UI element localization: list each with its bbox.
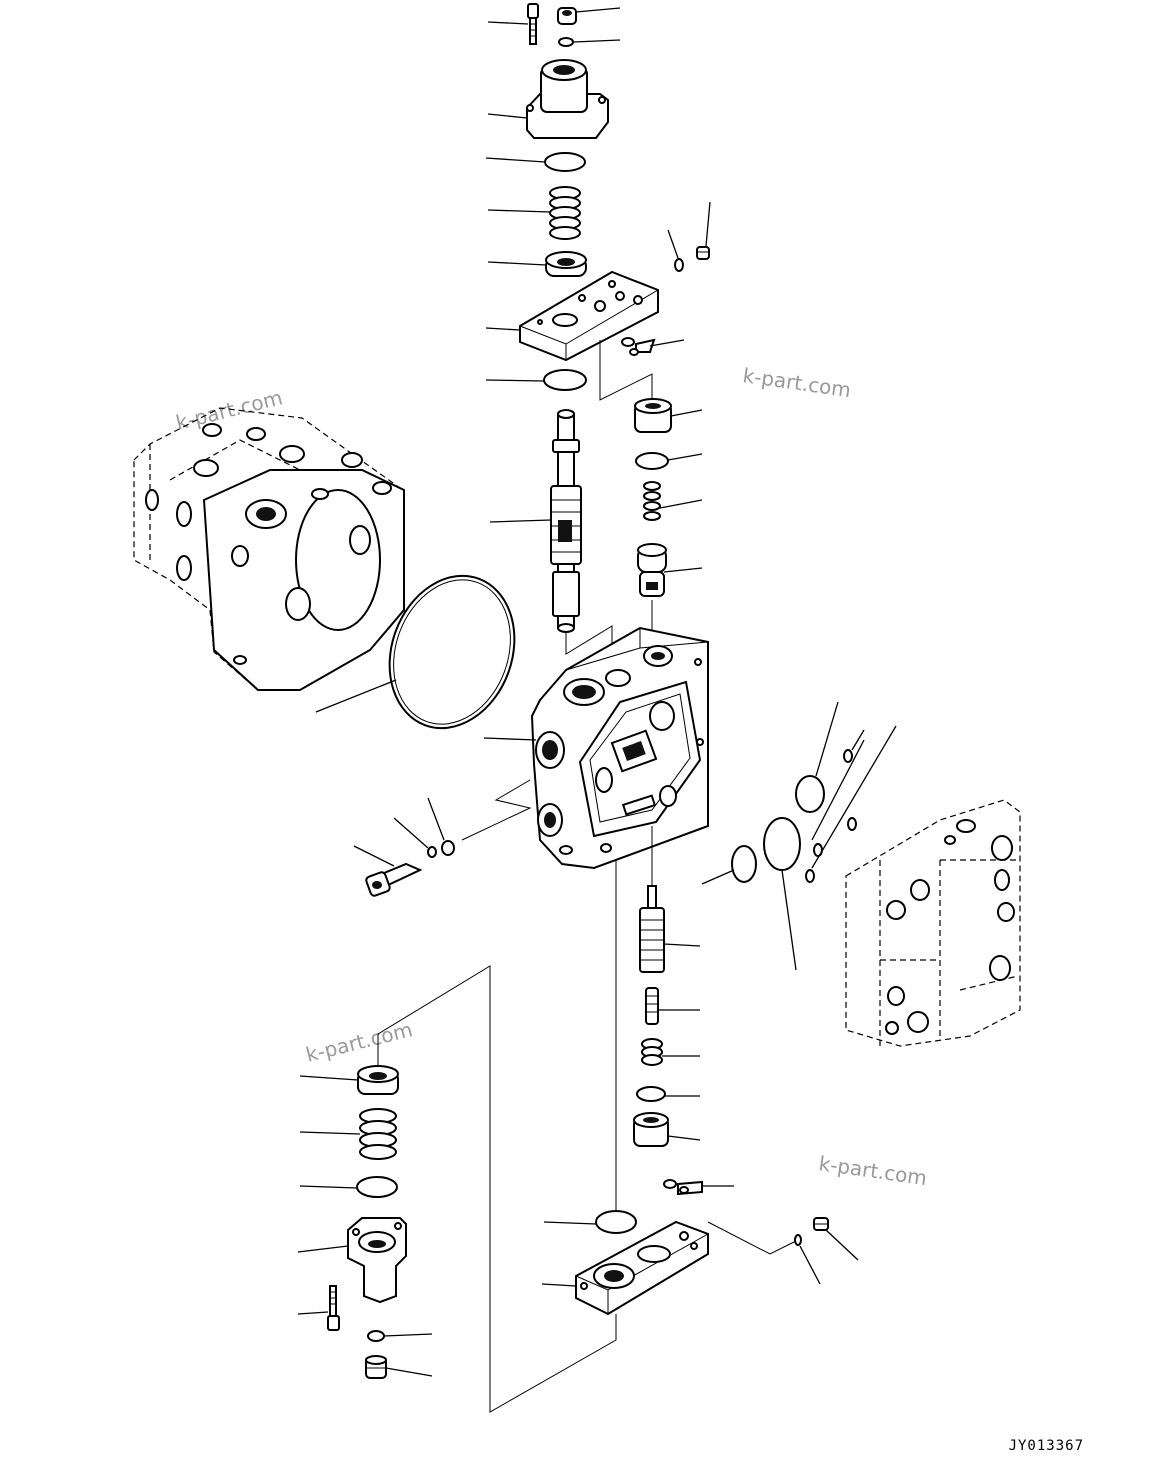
leader-line	[575, 7, 621, 13]
leader-line	[667, 453, 703, 461]
o-ring-part	[805, 869, 815, 883]
leader-line	[485, 157, 546, 163]
leader-line	[487, 21, 529, 25]
leader-line	[667, 1135, 701, 1141]
assembly-line	[707, 1221, 799, 1255]
leader-line	[427, 797, 445, 841]
adjacent-valve-section-right	[845, 799, 1021, 1047]
leader-line	[297, 1245, 349, 1253]
leader-line	[649, 339, 685, 347]
watermark-text: k-part.com	[741, 363, 852, 402]
leader-line	[485, 379, 545, 382]
leader-line	[299, 1131, 361, 1135]
leader-line	[315, 679, 397, 713]
leader-line	[299, 1185, 358, 1189]
o-ring-part	[843, 749, 853, 763]
o-ring-part	[795, 775, 825, 813]
o-ring-part	[847, 817, 857, 831]
leader-line	[385, 1367, 433, 1377]
leader-line	[701, 869, 735, 885]
small-plug-part	[621, 337, 656, 356]
o-ring-part	[731, 845, 757, 883]
o-ring-part	[635, 452, 669, 470]
spring-part	[641, 1038, 663, 1066]
sleeve-part	[633, 1112, 669, 1147]
leader-line	[663, 943, 701, 947]
leader-line	[483, 737, 537, 741]
leader-line	[299, 1075, 359, 1081]
retainer-part	[357, 1065, 399, 1095]
retainer-part	[545, 251, 587, 277]
leader-line	[851, 729, 865, 751]
spring-part	[359, 1108, 397, 1160]
spring-part	[549, 186, 581, 240]
leader-line	[825, 1229, 859, 1261]
plug-part	[813, 1217, 829, 1231]
leader-line	[487, 209, 551, 213]
o-ring-part	[595, 1210, 637, 1234]
leader-line	[663, 567, 703, 573]
lower-spool-part	[639, 885, 665, 973]
valve-cap-lower-part	[575, 1220, 709, 1316]
poppet-part	[637, 543, 667, 597]
watermark-text: k-part.com	[817, 1151, 928, 1190]
spring-part	[645, 987, 659, 1025]
spring-part	[643, 481, 661, 521]
leader-line	[667, 229, 679, 259]
watermark-text: k-part.com	[303, 1017, 414, 1067]
check-valve-plug-part	[365, 862, 423, 897]
o-ring-part	[544, 152, 586, 172]
o-ring-part	[558, 37, 574, 47]
leader-line	[487, 261, 547, 266]
leader-line	[705, 201, 711, 247]
leader-line	[811, 739, 865, 841]
o-ring-part	[763, 817, 801, 871]
plug-part	[696, 246, 710, 260]
leader-line	[781, 869, 797, 971]
leader-line	[487, 113, 528, 119]
backup-ring-part	[441, 840, 455, 856]
leader-line	[541, 1283, 577, 1287]
assembly-line	[461, 779, 532, 841]
valve-cap-upper-part	[519, 270, 659, 362]
assembly-line	[377, 965, 617, 1413]
watermark-text: k-part.com	[173, 385, 284, 435]
leader-line	[573, 39, 621, 43]
leader-line	[811, 725, 897, 869]
valve-body-part	[530, 626, 709, 870]
leader-line	[815, 701, 839, 777]
plug-part	[365, 1355, 387, 1379]
valve-cover-part	[347, 1217, 407, 1304]
spool-part	[550, 409, 582, 633]
valve-cover-part	[526, 59, 609, 139]
o-ring-part	[356, 1176, 398, 1198]
adjacent-valve-section-upper-left	[133, 407, 405, 691]
leader-line	[670, 409, 703, 417]
leader-line	[543, 1221, 597, 1225]
top-plug-part	[557, 7, 577, 25]
leader-line	[485, 327, 521, 331]
o-ring-part	[636, 1086, 666, 1102]
leader-line	[489, 519, 552, 523]
o-ring-part	[427, 846, 437, 858]
o-ring-part	[674, 258, 684, 272]
leader-line	[383, 1333, 433, 1337]
o-ring-part	[794, 1234, 802, 1246]
assembly-line	[599, 340, 653, 401]
bolt-part	[327, 1285, 340, 1331]
leader-line	[659, 499, 703, 509]
sleeve-part	[634, 398, 672, 433]
drawing-code: JY013367	[1009, 1438, 1084, 1454]
leader-line	[393, 817, 429, 849]
leader-line	[353, 845, 395, 867]
o-ring-part	[543, 369, 587, 391]
large-o-ring-part	[388, 574, 516, 730]
leader-line	[297, 1311, 329, 1315]
top-bolt-part	[527, 3, 539, 45]
o-ring-part	[367, 1330, 385, 1342]
small-plug-part	[663, 1179, 703, 1196]
leader-line	[799, 1245, 821, 1285]
